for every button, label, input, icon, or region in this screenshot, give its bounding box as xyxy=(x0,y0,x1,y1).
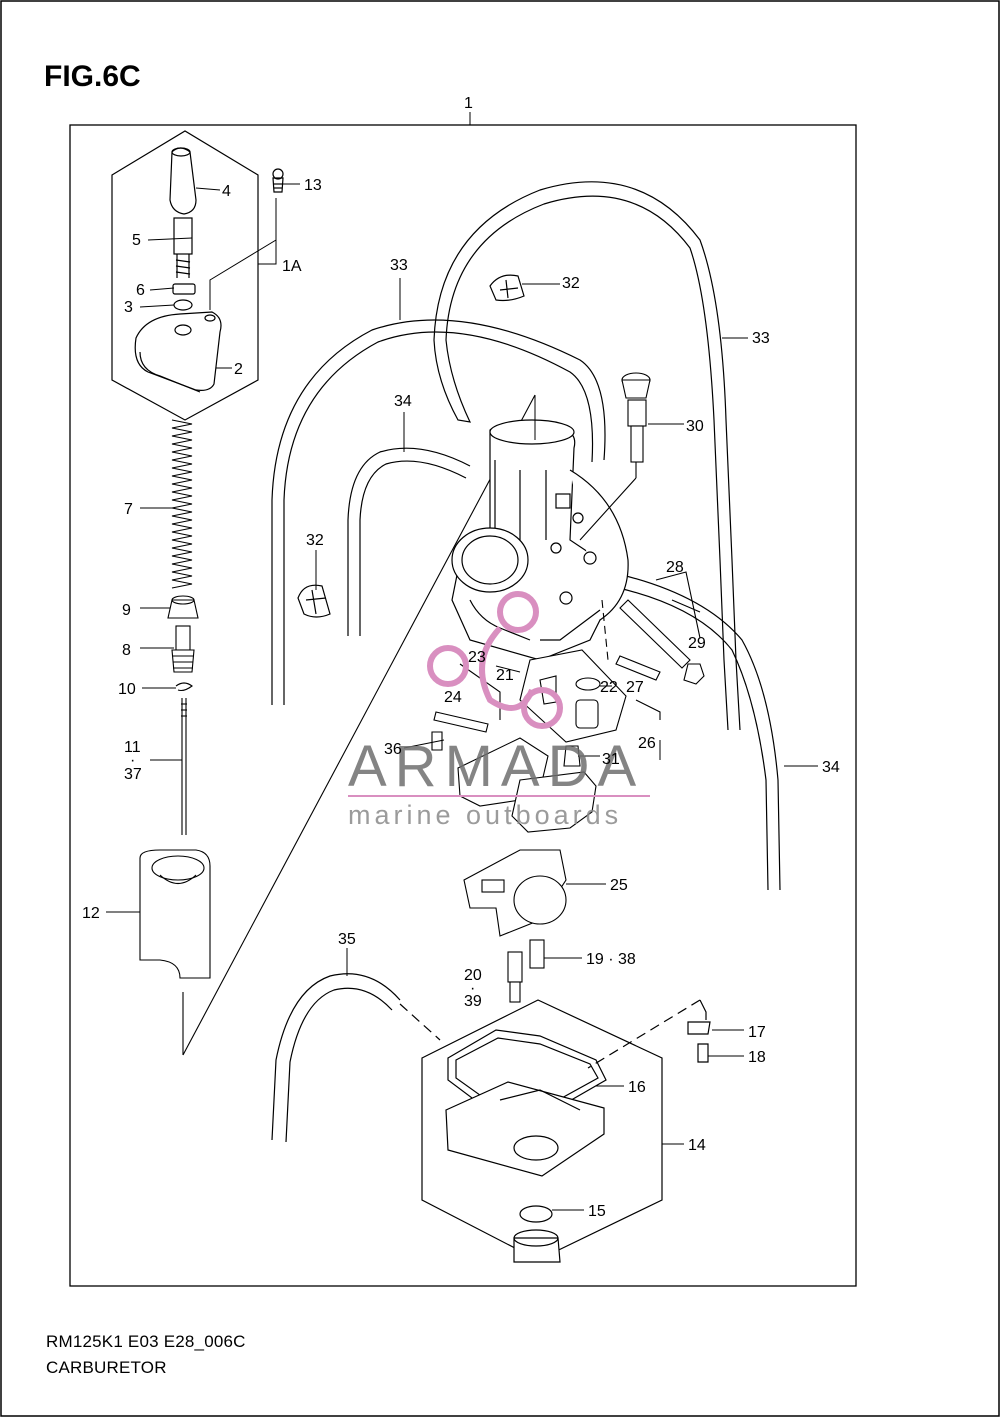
callout-2: 2 xyxy=(234,361,243,378)
callout-34-right: 34 xyxy=(822,759,840,776)
callout-33-left: 33 xyxy=(390,257,408,274)
callout-6: 6 xyxy=(136,282,145,299)
callout-24: 24 xyxy=(444,689,462,706)
callout-26: 26 xyxy=(638,735,656,752)
callout-3: 3 xyxy=(124,299,133,316)
callout-28: 28 xyxy=(666,559,684,576)
leader-lines xyxy=(106,183,818,1211)
assembly-frame xyxy=(69,124,857,1287)
callout-19-38: 19 · 38 xyxy=(586,951,636,968)
callout-31: 31 xyxy=(602,751,620,768)
callout-20: 20 xyxy=(464,967,482,984)
callout-37: 37 xyxy=(124,766,142,783)
float-bowl-group xyxy=(421,999,711,1263)
callout-12: 12 xyxy=(82,905,100,922)
callout-16: 16 xyxy=(628,1079,646,1096)
callout-27: 27 xyxy=(626,679,644,696)
callout-30: 30 xyxy=(686,418,704,435)
model-code: RM125K1 E03 E28_006C xyxy=(46,1332,246,1351)
callout-5: 5 xyxy=(132,232,141,249)
watermark-tagline: marine outboards xyxy=(348,800,622,830)
callout-1a: 1A xyxy=(282,258,302,275)
callout-11-separator: · xyxy=(130,752,135,769)
callout-32-left: 32 xyxy=(306,532,324,549)
callout-39: 39 xyxy=(464,993,482,1010)
hoses xyxy=(271,181,781,1143)
callout-labels: 1 1A 2 3 4 5 6 7 8 9 10 11 · 37 12 13 14… xyxy=(82,95,840,1220)
top-cap-group xyxy=(111,130,284,421)
callout-20-separator: · xyxy=(470,980,475,997)
watermark-logo-icon xyxy=(427,591,563,729)
callout-13: 13 xyxy=(304,177,322,194)
callout-15: 15 xyxy=(588,1203,606,1220)
slide-components xyxy=(139,419,211,1055)
figure-title: FIG.6C xyxy=(44,60,141,93)
callout-35: 35 xyxy=(338,931,356,948)
callout-29: 29 xyxy=(688,635,706,652)
callout-22: 22 xyxy=(600,679,618,696)
float-parts xyxy=(431,649,627,1003)
callout-34-top: 34 xyxy=(394,393,412,410)
callout-32-top: 32 xyxy=(562,275,580,292)
callout-8: 8 xyxy=(122,642,131,659)
callout-7: 7 xyxy=(124,501,133,518)
callout-36: 36 xyxy=(384,741,402,758)
hose-clips xyxy=(297,274,525,618)
callout-1: 1 xyxy=(464,95,473,112)
callout-21: 21 xyxy=(496,667,514,684)
callout-23: 23 xyxy=(468,649,486,666)
callout-18: 18 xyxy=(748,1049,766,1066)
callout-10: 10 xyxy=(118,681,136,698)
watermark-brand: ARMADA xyxy=(348,734,644,799)
callout-33-right: 33 xyxy=(752,330,770,347)
carburetor-body xyxy=(451,419,629,661)
diagram-caption: CARBURETOR xyxy=(46,1358,167,1377)
callout-17: 17 xyxy=(748,1024,766,1041)
adjust-screws xyxy=(579,372,705,720)
callout-9: 9 xyxy=(122,602,131,619)
callout-14: 14 xyxy=(688,1137,706,1154)
callout-4: 4 xyxy=(222,183,231,200)
watermark: ARMADA marine outboards xyxy=(348,591,650,830)
callout-11: 11 xyxy=(124,739,141,756)
callout-25: 25 xyxy=(610,877,628,894)
